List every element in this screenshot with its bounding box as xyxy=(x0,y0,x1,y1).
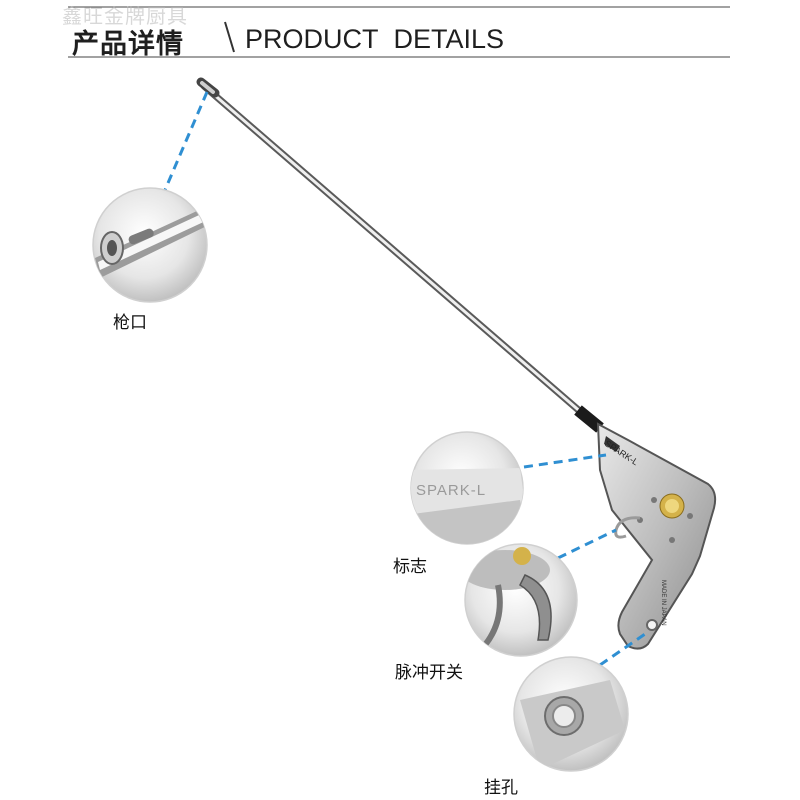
label-muzzle: 枪口 xyxy=(113,313,147,333)
leader-logo xyxy=(523,453,607,469)
detail-circle-muzzle xyxy=(92,187,208,303)
label-pulse-switch: 脉冲开关 xyxy=(395,663,463,683)
handle-origin-mark: MADE IN JAPAN xyxy=(660,580,666,626)
header-slash xyxy=(224,21,235,53)
leader-lines xyxy=(163,91,649,667)
detail-circle-switch xyxy=(464,543,578,657)
detail-circle-hole xyxy=(513,656,629,772)
detail-circle-logo: SPARK-L xyxy=(410,431,524,545)
label-hang-hole: 挂孔 xyxy=(484,778,518,798)
page-title-cn: 产品详情 xyxy=(72,29,184,60)
page-title-en: PRODUCT DETAILS xyxy=(245,24,505,54)
leader-hole xyxy=(599,630,649,667)
leader-muzzle xyxy=(163,91,209,191)
watermark-text: 鑫旺金牌厨具 xyxy=(62,4,188,28)
igniter-handle: SPARK-L MADE IN JAPAN xyxy=(596,422,717,650)
leader-switch xyxy=(557,528,617,560)
igniter-rod xyxy=(196,77,604,433)
logo-emboss-text: SPARK-L xyxy=(416,482,486,499)
label-logo: 标志 xyxy=(393,557,427,577)
